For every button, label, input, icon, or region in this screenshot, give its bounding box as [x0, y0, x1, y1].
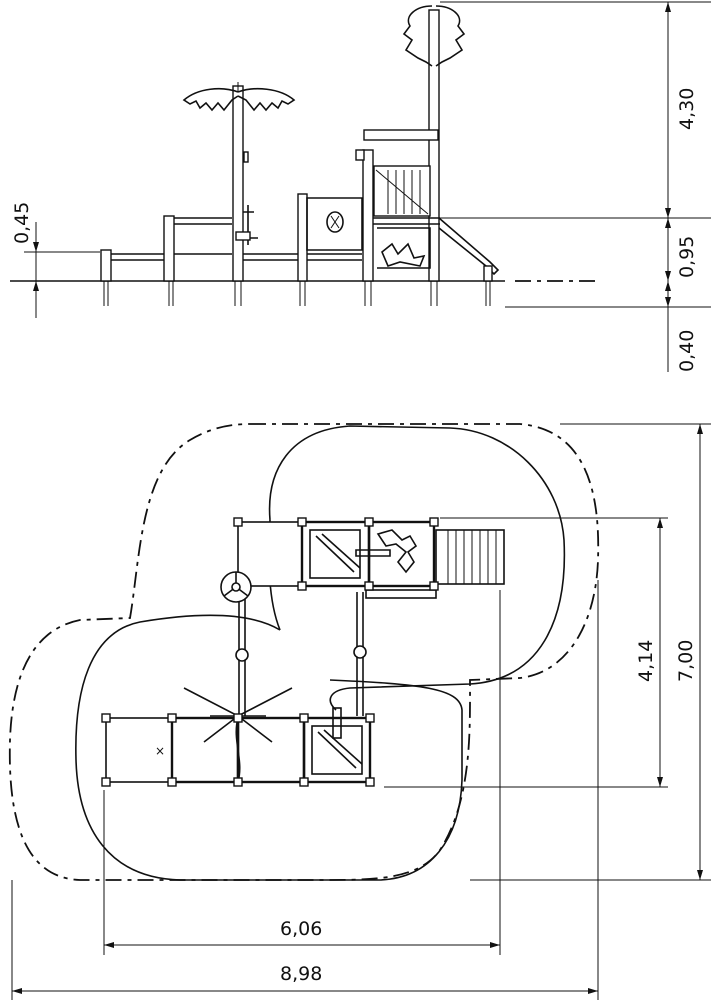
middle-platform — [297, 193, 363, 282]
tall-tower — [355, 5, 500, 282]
palm-roof-left — [182, 87, 296, 112]
fall-zone-lower — [75, 614, 463, 881]
safety-zone-outline — [8, 423, 600, 881]
dim-total-height: 4,30 — [676, 88, 698, 130]
side-elevation: 0,45 4,30 0,95 0,40 — [10, 1, 711, 372]
low-walkway — [100, 215, 232, 282]
plan-view: × — [8, 423, 711, 1000]
posts — [101, 517, 439, 787]
slide-plan — [447, 530, 497, 584]
dim-depth-structure: 4,14 — [635, 640, 657, 682]
slide — [438, 217, 500, 276]
upper-deck — [237, 520, 505, 599]
palm-roof-right — [402, 5, 466, 67]
hatch-mark: × — [155, 744, 165, 758]
dim-width-structure: 6,06 — [280, 918, 322, 940]
elevation-dimension-lines — [24, 1, 711, 372]
foundation-posts — [103, 281, 491, 306]
dim-foundation: 0,40 — [676, 330, 698, 372]
lower-deck: × — [105, 716, 372, 784]
fall-zone-upper — [268, 425, 566, 711]
dim-depth-total: 7,00 — [675, 640, 697, 682]
dim-width-total: 8,98 — [280, 963, 322, 985]
palm-tower-left — [182, 82, 298, 282]
rope-bridge — [235, 592, 367, 739]
dim-platform-low: 0,45 — [11, 202, 33, 244]
plan-dimension-lines — [11, 423, 711, 1000]
dim-platform-high: 0,95 — [676, 236, 698, 278]
